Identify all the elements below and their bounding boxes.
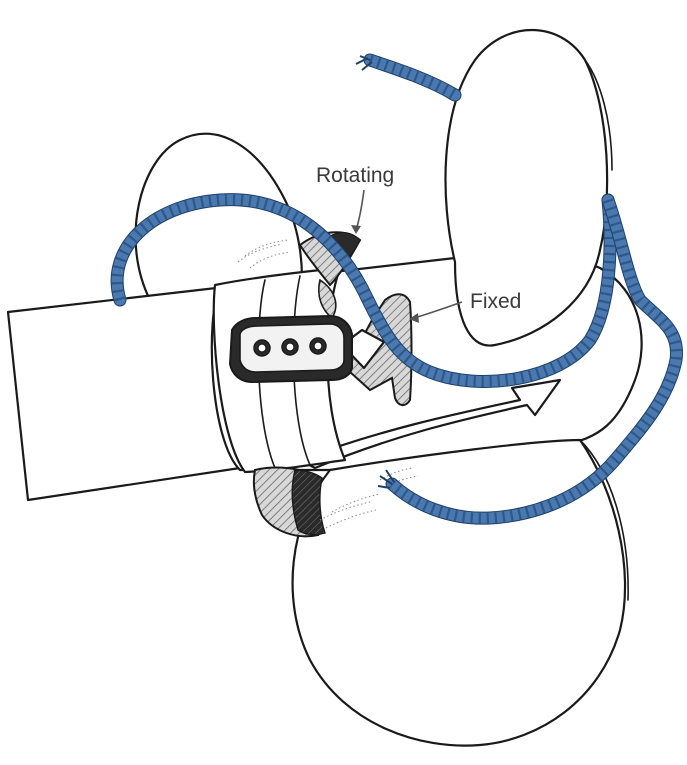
propeller-blade-bottom bbox=[291, 438, 627, 747]
label-fixed-text: Fixed bbox=[470, 290, 521, 313]
label-fixed: Fixed bbox=[409, 290, 521, 323]
rope-fibers-bottom bbox=[319, 493, 381, 529]
leader-rotating bbox=[355, 189, 365, 231]
rope-fibers-left bbox=[237, 239, 291, 269]
bolts bbox=[253, 337, 327, 357]
label-rotating-text: Rotating bbox=[316, 164, 394, 187]
propeller-blade-back bbox=[134, 132, 303, 302]
leader-fixed-arrowhead bbox=[409, 313, 419, 323]
rope-end-bottom bbox=[377, 469, 395, 489]
rope-fibers-end bbox=[379, 467, 419, 489]
propeller-shaft bbox=[6, 285, 242, 502]
leader-rotating-arrowhead bbox=[351, 225, 361, 234]
rotation-arrow bbox=[298, 378, 562, 470]
blade-bottom-edge bbox=[579, 439, 629, 601]
rope bbox=[110, 53, 683, 525]
blade-top-edge bbox=[584, 59, 613, 171]
label-rotating: Rotating bbox=[316, 164, 394, 234]
rotating-blade-bottom-dark bbox=[291, 469, 326, 536]
rope-end-top bbox=[355, 55, 373, 71]
